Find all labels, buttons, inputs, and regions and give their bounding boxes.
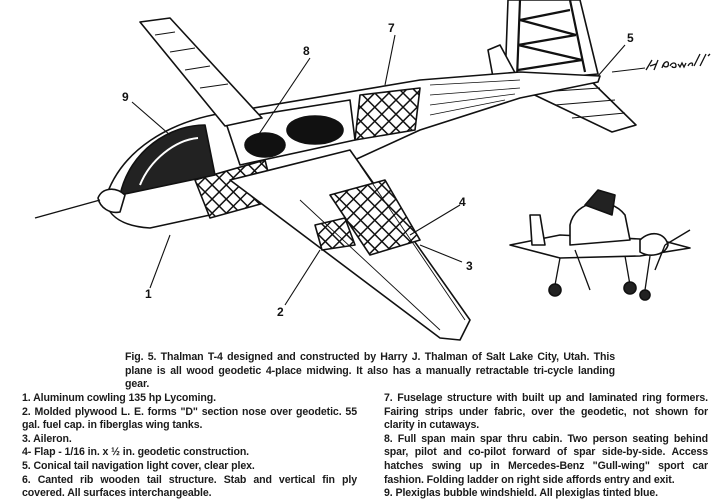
note-5: 5. Conical tail navigation light cover, …	[22, 459, 255, 472]
spinner	[97, 188, 126, 214]
callout-8: 8	[303, 44, 310, 58]
notes-left-column: 1. Aluminum cowling 135 hp Lycoming. 2. …	[22, 392, 357, 501]
callout-1: 1	[145, 287, 152, 301]
callout-9: 9	[122, 90, 129, 104]
callout-5: 5	[627, 31, 634, 45]
note-6: 6. Canted rib wooden tail structure. Sta…	[22, 473, 357, 500]
callout-labels: 1 2 3 4 5 7 8 9	[122, 21, 634, 319]
note-8: 8. Full span main spar thru cabin. Two p…	[384, 432, 708, 486]
figure-caption: Fig. 5. Thalman T-4 designed and constru…	[125, 351, 615, 391]
upper-wing	[139, 17, 263, 127]
note-2: 2. Molded plywood L. E. forms "D" sectio…	[22, 405, 357, 432]
note-3: 3. Aileron.	[22, 432, 72, 445]
propeller	[34, 199, 101, 219]
vertical-fin	[504, 0, 599, 83]
note-9: 9. Plexiglas bubble windshield. All plex…	[384, 487, 659, 500]
aircraft-illustration: 1 2 3 4 5 7 8 9	[34, 0, 711, 341]
note-1: 1. Aluminum cowling 135 hp Lycoming.	[22, 392, 216, 404]
callout-3: 3	[466, 259, 473, 273]
note-7: 7. Fuselage structure with built up and …	[384, 392, 708, 432]
note-4: 4- Flap - 1/16 in. x ½ in. geodetic cons…	[22, 446, 250, 459]
inset-aircraft	[509, 189, 691, 301]
callout-4: 4	[459, 195, 466, 209]
callout-2: 2	[277, 305, 284, 319]
notes-right-column: 7. Fuselage structure with built up and …	[384, 392, 708, 501]
callout-7: 7	[388, 21, 395, 35]
artist-signature	[645, 53, 711, 71]
